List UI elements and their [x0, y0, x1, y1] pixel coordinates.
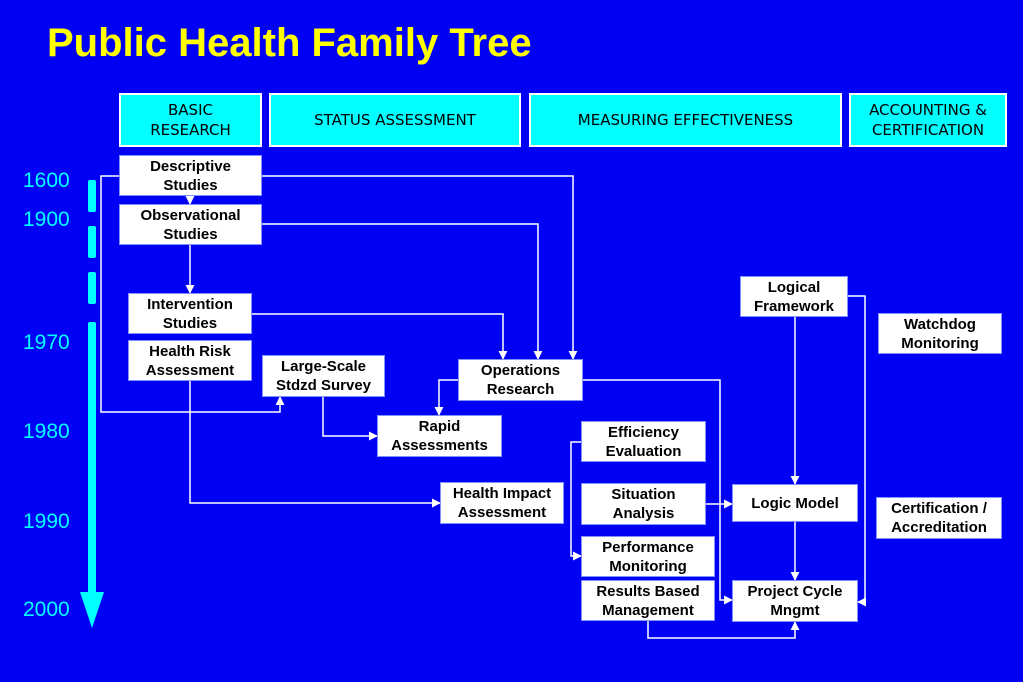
node-intervention-studies: Intervention Studies: [128, 293, 252, 334]
year-label: 2000: [23, 598, 70, 621]
node-observational-studies: Observational Studies: [119, 204, 262, 245]
node-health-impact-assessment: Health Impact Assessment: [440, 482, 564, 524]
edge-operations-rapid: [434, 379, 458, 416]
node-descriptive-studies: Descriptive Studies: [119, 155, 262, 196]
node-situation-analysis: Situation Analysis: [581, 483, 706, 525]
header-status-assessment: STATUS ASSESSMENT: [269, 93, 521, 147]
edge-descriptive-operations: [262, 175, 578, 360]
node-logical-framework: Logical Framework: [740, 276, 848, 317]
node-large-scale-survey: Large-Scale Stdzd Survey: [262, 355, 385, 397]
edge-operations-projectcycle: [583, 379, 733, 605]
node-rapid-assessments: Rapid Assessments: [377, 415, 502, 457]
node-operations-research: Operations Research: [458, 359, 583, 401]
header-accounting-certification: ACCOUNTING & CERTIFICATION: [849, 93, 1007, 147]
header-basic-research: BASIC RESEARCH: [119, 93, 262, 147]
edge-efficiency-performance: [570, 441, 582, 561]
year-label: 1970: [23, 331, 70, 354]
year-label: 1980: [23, 420, 70, 443]
year-label: 1600: [23, 169, 70, 192]
page-title: Public Health Family Tree: [47, 21, 532, 65]
year-label: 1990: [23, 510, 70, 533]
header-measuring-effectiveness: MEASURING EFFECTIVENESS: [529, 93, 842, 147]
edge-logframe-projectcycle: [848, 295, 867, 607]
edge-descriptive-largescale: [100, 175, 285, 413]
node-project-cycle-mngmt: Project Cycle Mngmt: [732, 580, 858, 622]
year-label: 1900: [23, 208, 70, 231]
edge-healthrisk-healthimpact: [189, 381, 441, 508]
node-performance-monitoring: Performance Monitoring: [581, 536, 715, 577]
node-certification-accreditation: Certification / Accreditation: [876, 497, 1002, 539]
edge-observational-operations: [262, 223, 543, 360]
timeline-axis: [80, 180, 104, 628]
node-efficiency-evaluation: Efficiency Evaluation: [581, 421, 706, 462]
node-health-risk-assessment: Health Risk Assessment: [128, 340, 252, 381]
node-watchdog-monitoring: Watchdog Monitoring: [878, 313, 1002, 354]
node-results-based-management: Results Based Management: [581, 580, 715, 621]
node-logic-model: Logic Model: [732, 484, 858, 522]
edge-results-projectcycle: [647, 621, 800, 639]
edge-intervention-operations: [252, 313, 508, 360]
edge-largescale-rapid: [322, 397, 378, 441]
